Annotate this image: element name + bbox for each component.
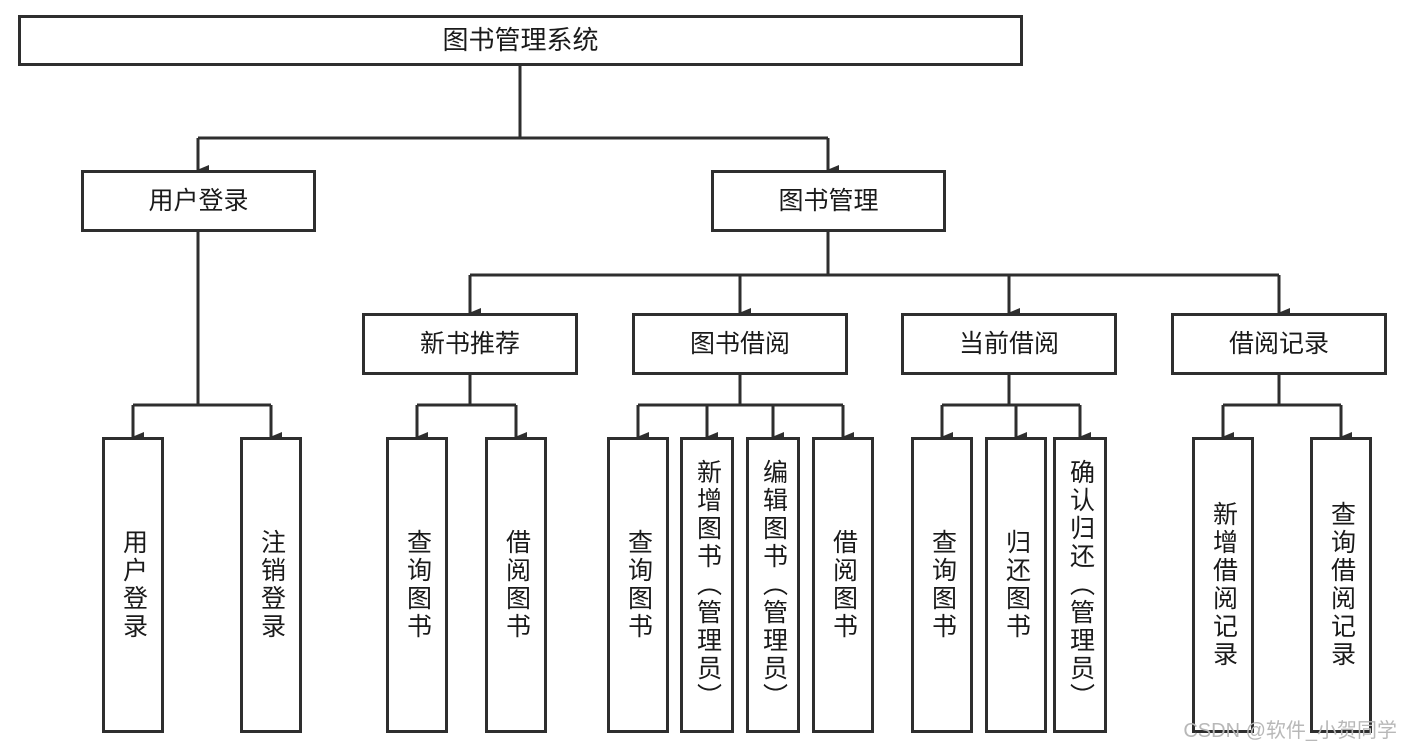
node-root-system[interactable]: 图书管理系统 — [18, 15, 1023, 66]
node-leaf-leaf-query-book-rec[interactable]: 查询图书 — [386, 437, 448, 733]
node-leaf-leaf-add-borrow-record[interactable]: 新增借阅记录 — [1192, 437, 1254, 733]
node-l3-borrow-record[interactable]: 借阅记录 — [1171, 313, 1387, 375]
node-leaf-label-leaf-add-book-admin: 新增图书（管理员） — [693, 459, 722, 711]
node-l2-user-login[interactable]: 用户登录 — [81, 170, 316, 232]
node-l2-label-user-login: 用户登录 — [148, 186, 249, 215]
node-l3-new-book-recommend[interactable]: 新书推荐 — [362, 313, 578, 375]
node-leaf-leaf-borrow-book-rec[interactable]: 借阅图书 — [485, 437, 547, 733]
node-l2-book-management[interactable]: 图书管理 — [711, 170, 946, 232]
node-l3-label-new-book-recommend: 新书推荐 — [419, 329, 520, 358]
node-leaf-label-leaf-query-book-borrow: 查询图书 — [624, 529, 653, 641]
node-label-root: 图书管理系统 — [442, 25, 599, 56]
node-leaf-leaf-add-book-admin[interactable]: 新增图书（管理员） — [680, 437, 734, 733]
node-leaf-label-leaf-edit-book-admin: 编辑图书（管理员） — [759, 459, 788, 711]
node-l3-label-borrow-record: 借阅记录 — [1228, 329, 1329, 358]
node-leaf-leaf-user-login[interactable]: 用户登录 — [102, 437, 164, 733]
node-leaf-label-leaf-add-borrow-record: 新增借阅记录 — [1209, 501, 1238, 669]
node-leaf-leaf-query-book-current[interactable]: 查询图书 — [911, 437, 973, 733]
node-l3-book-borrow[interactable]: 图书借阅 — [632, 313, 848, 375]
node-leaf-label-leaf-confirm-return-admin: 确认归还（管理员） — [1066, 459, 1095, 711]
node-l3-current-borrow[interactable]: 当前借阅 — [901, 313, 1117, 375]
node-leaf-leaf-confirm-return-admin[interactable]: 确认归还（管理员） — [1053, 437, 1107, 733]
node-leaf-label-leaf-return-book: 归还图书 — [1002, 529, 1031, 641]
node-leaf-label-leaf-user-logout: 注销登录 — [257, 529, 286, 641]
node-leaf-label-leaf-query-book-rec: 查询图书 — [403, 529, 432, 641]
node-leaf-leaf-borrow-book[interactable]: 借阅图书 — [812, 437, 874, 733]
node-leaf-label-leaf-query-borrow-record: 查询借阅记录 — [1327, 501, 1356, 669]
node-leaf-leaf-user-logout[interactable]: 注销登录 — [240, 437, 302, 733]
node-l2-label-book-management: 图书管理 — [778, 186, 879, 215]
node-leaf-label-leaf-query-book-current: 查询图书 — [928, 529, 957, 641]
node-leaf-leaf-query-book-borrow[interactable]: 查询图书 — [607, 437, 669, 733]
node-leaf-label-leaf-user-login: 用户登录 — [119, 529, 148, 641]
node-leaf-leaf-return-book[interactable]: 归还图书 — [985, 437, 1047, 733]
node-l3-label-book-borrow: 图书借阅 — [689, 329, 790, 358]
node-leaf-leaf-query-borrow-record[interactable]: 查询借阅记录 — [1310, 437, 1372, 733]
node-leaf-label-leaf-borrow-book: 借阅图书 — [829, 529, 858, 641]
node-l3-label-current-borrow: 当前借阅 — [958, 329, 1059, 358]
node-leaf-leaf-edit-book-admin[interactable]: 编辑图书（管理员） — [746, 437, 800, 733]
node-leaf-label-leaf-borrow-book-rec: 借阅图书 — [502, 529, 531, 641]
